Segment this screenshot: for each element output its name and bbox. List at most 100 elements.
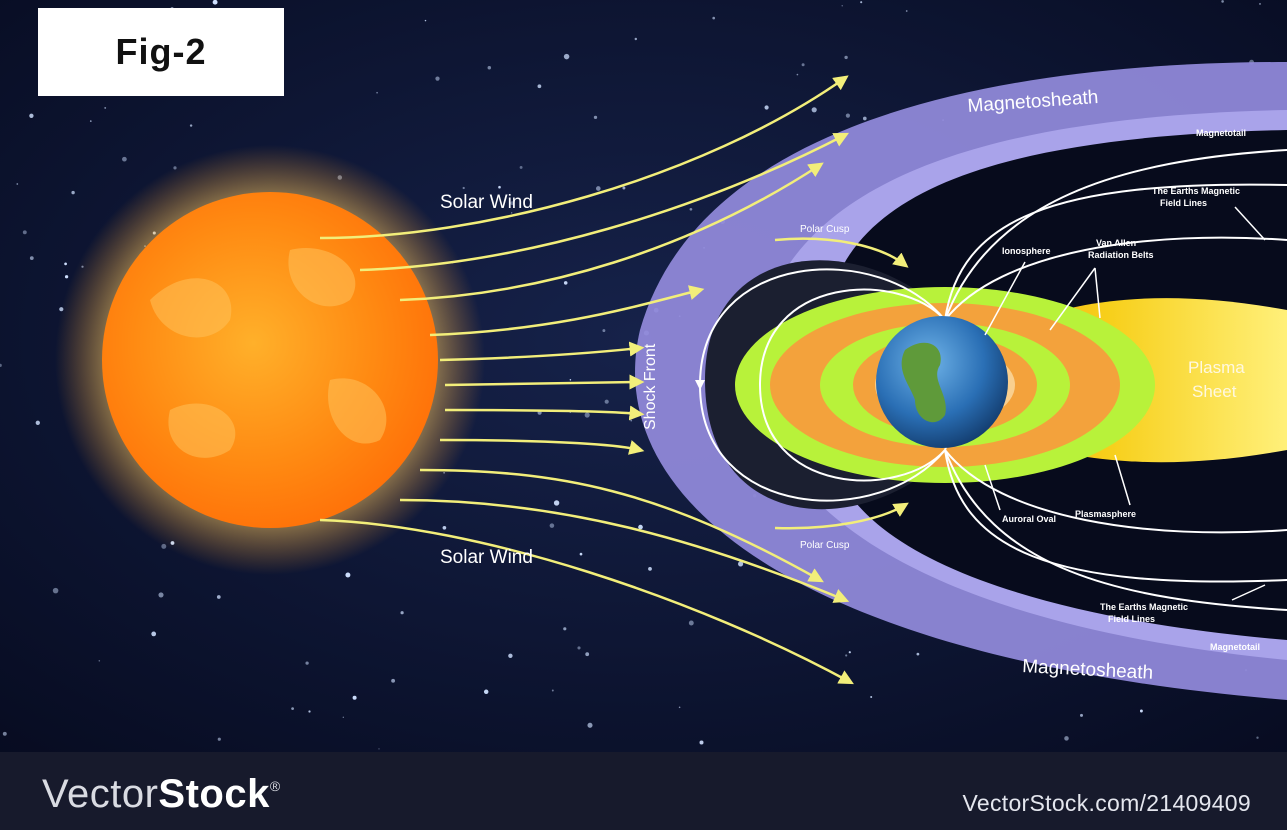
figure-label: Fig-2: [115, 31, 207, 72]
star: [424, 19, 427, 22]
star: [151, 631, 157, 637]
star: [104, 106, 107, 109]
star: [712, 16, 716, 20]
star: [345, 572, 351, 578]
polar-cusp-bottom-arrow: [774, 502, 909, 530]
star: [699, 740, 704, 745]
star: [376, 91, 378, 94]
star: [291, 707, 294, 710]
brand-bold-text: Stock: [158, 772, 270, 816]
star: [630, 419, 633, 422]
star: [604, 399, 609, 404]
solar-wind-streamline: [444, 405, 645, 421]
vectorstock-logo: VectorStock®: [42, 772, 281, 817]
solar-wind-arrows: [319, 75, 854, 685]
star: [122, 156, 127, 162]
star: [22, 230, 27, 235]
star: [391, 678, 396, 683]
star: [217, 737, 221, 741]
star: [435, 76, 440, 81]
star: [508, 653, 513, 658]
star: [796, 73, 799, 76]
shock-front-label: Shock Front: [642, 343, 659, 430]
earth-continent: [901, 342, 946, 423]
star: [916, 652, 920, 656]
star: [563, 53, 570, 60]
star: [98, 660, 101, 662]
magnetotail-bottom-label: Magnetotail: [1210, 642, 1260, 652]
star: [29, 113, 34, 118]
star: [585, 652, 590, 657]
magnetotail-top-label: Magnetotail: [1196, 128, 1246, 138]
brand-light-text: Vector: [42, 772, 159, 816]
star: [0, 363, 2, 368]
star: [595, 186, 601, 191]
solar-wind-streamline: [419, 468, 824, 583]
van-allen-label-2: Radiation Belts: [1088, 250, 1154, 260]
star: [216, 595, 221, 599]
diagram-labels: Solar Wind Solar Wind Magnetosheath Magn…: [440, 87, 1260, 684]
solar-wind-streamline: [359, 132, 849, 272]
sun-surface-texture: [150, 248, 387, 458]
star: [845, 113, 850, 118]
star: [549, 523, 555, 528]
star: [848, 651, 851, 654]
star: [551, 689, 554, 692]
solar-wind-streamline: [399, 498, 850, 603]
star: [862, 116, 867, 121]
star: [689, 207, 693, 211]
star: [400, 611, 404, 615]
star: [844, 55, 848, 60]
field-lines-bottom-label-1: The Earths Magnetic: [1100, 602, 1188, 612]
star: [64, 262, 67, 266]
ionosphere-label: Ionosphere: [1002, 246, 1051, 256]
star: [870, 695, 873, 699]
star: [905, 10, 908, 12]
star: [308, 710, 311, 713]
registered-mark: ®: [269, 778, 281, 794]
star: [352, 695, 357, 700]
star: [622, 186, 626, 190]
polar-cusp-top-label: Polar Cusp: [800, 224, 850, 235]
star: [569, 379, 572, 381]
star: [841, 5, 843, 7]
star: [487, 66, 492, 70]
solar-wind-streamline: [439, 438, 645, 455]
star: [801, 63, 805, 67]
solar-wind-streamline: [319, 518, 854, 685]
star: [587, 722, 593, 728]
plasma-sheet-label-2: Sheet: [1192, 382, 1237, 401]
solar-wind-streamline: [319, 75, 849, 240]
star: [29, 256, 34, 260]
solar-wind-streamline: [439, 341, 645, 362]
star: [64, 275, 69, 279]
van-allen-label-1: Van Allen: [1096, 238, 1136, 248]
star: [764, 105, 769, 110]
star: [1221, 0, 1224, 3]
star: [89, 120, 92, 122]
solar-wind-top-label: Solar Wind: [440, 192, 533, 213]
star: [738, 561, 744, 567]
star: [1080, 713, 1083, 717]
star: [511, 212, 513, 214]
star: [212, 0, 218, 5]
star: [860, 1, 863, 4]
star: [648, 567, 652, 571]
star: [584, 412, 590, 418]
sun: [102, 192, 438, 528]
star: [305, 661, 309, 665]
solar-wind-bottom-label: Solar Wind: [440, 547, 533, 568]
star: [1256, 736, 1259, 739]
star: [1064, 736, 1069, 741]
star: [593, 115, 598, 120]
plasma-sheet-label-1: Plasma: [1188, 358, 1245, 377]
star: [342, 716, 344, 718]
star: [638, 524, 643, 530]
solar-wind-streamline: [399, 162, 824, 302]
solar-wind-streamline: [429, 285, 705, 337]
star: [1139, 709, 1143, 713]
source-url: VectorStock.com/21409409: [962, 790, 1251, 816]
field-lines-top-label-1: The Earths Magnetic: [1152, 186, 1240, 196]
